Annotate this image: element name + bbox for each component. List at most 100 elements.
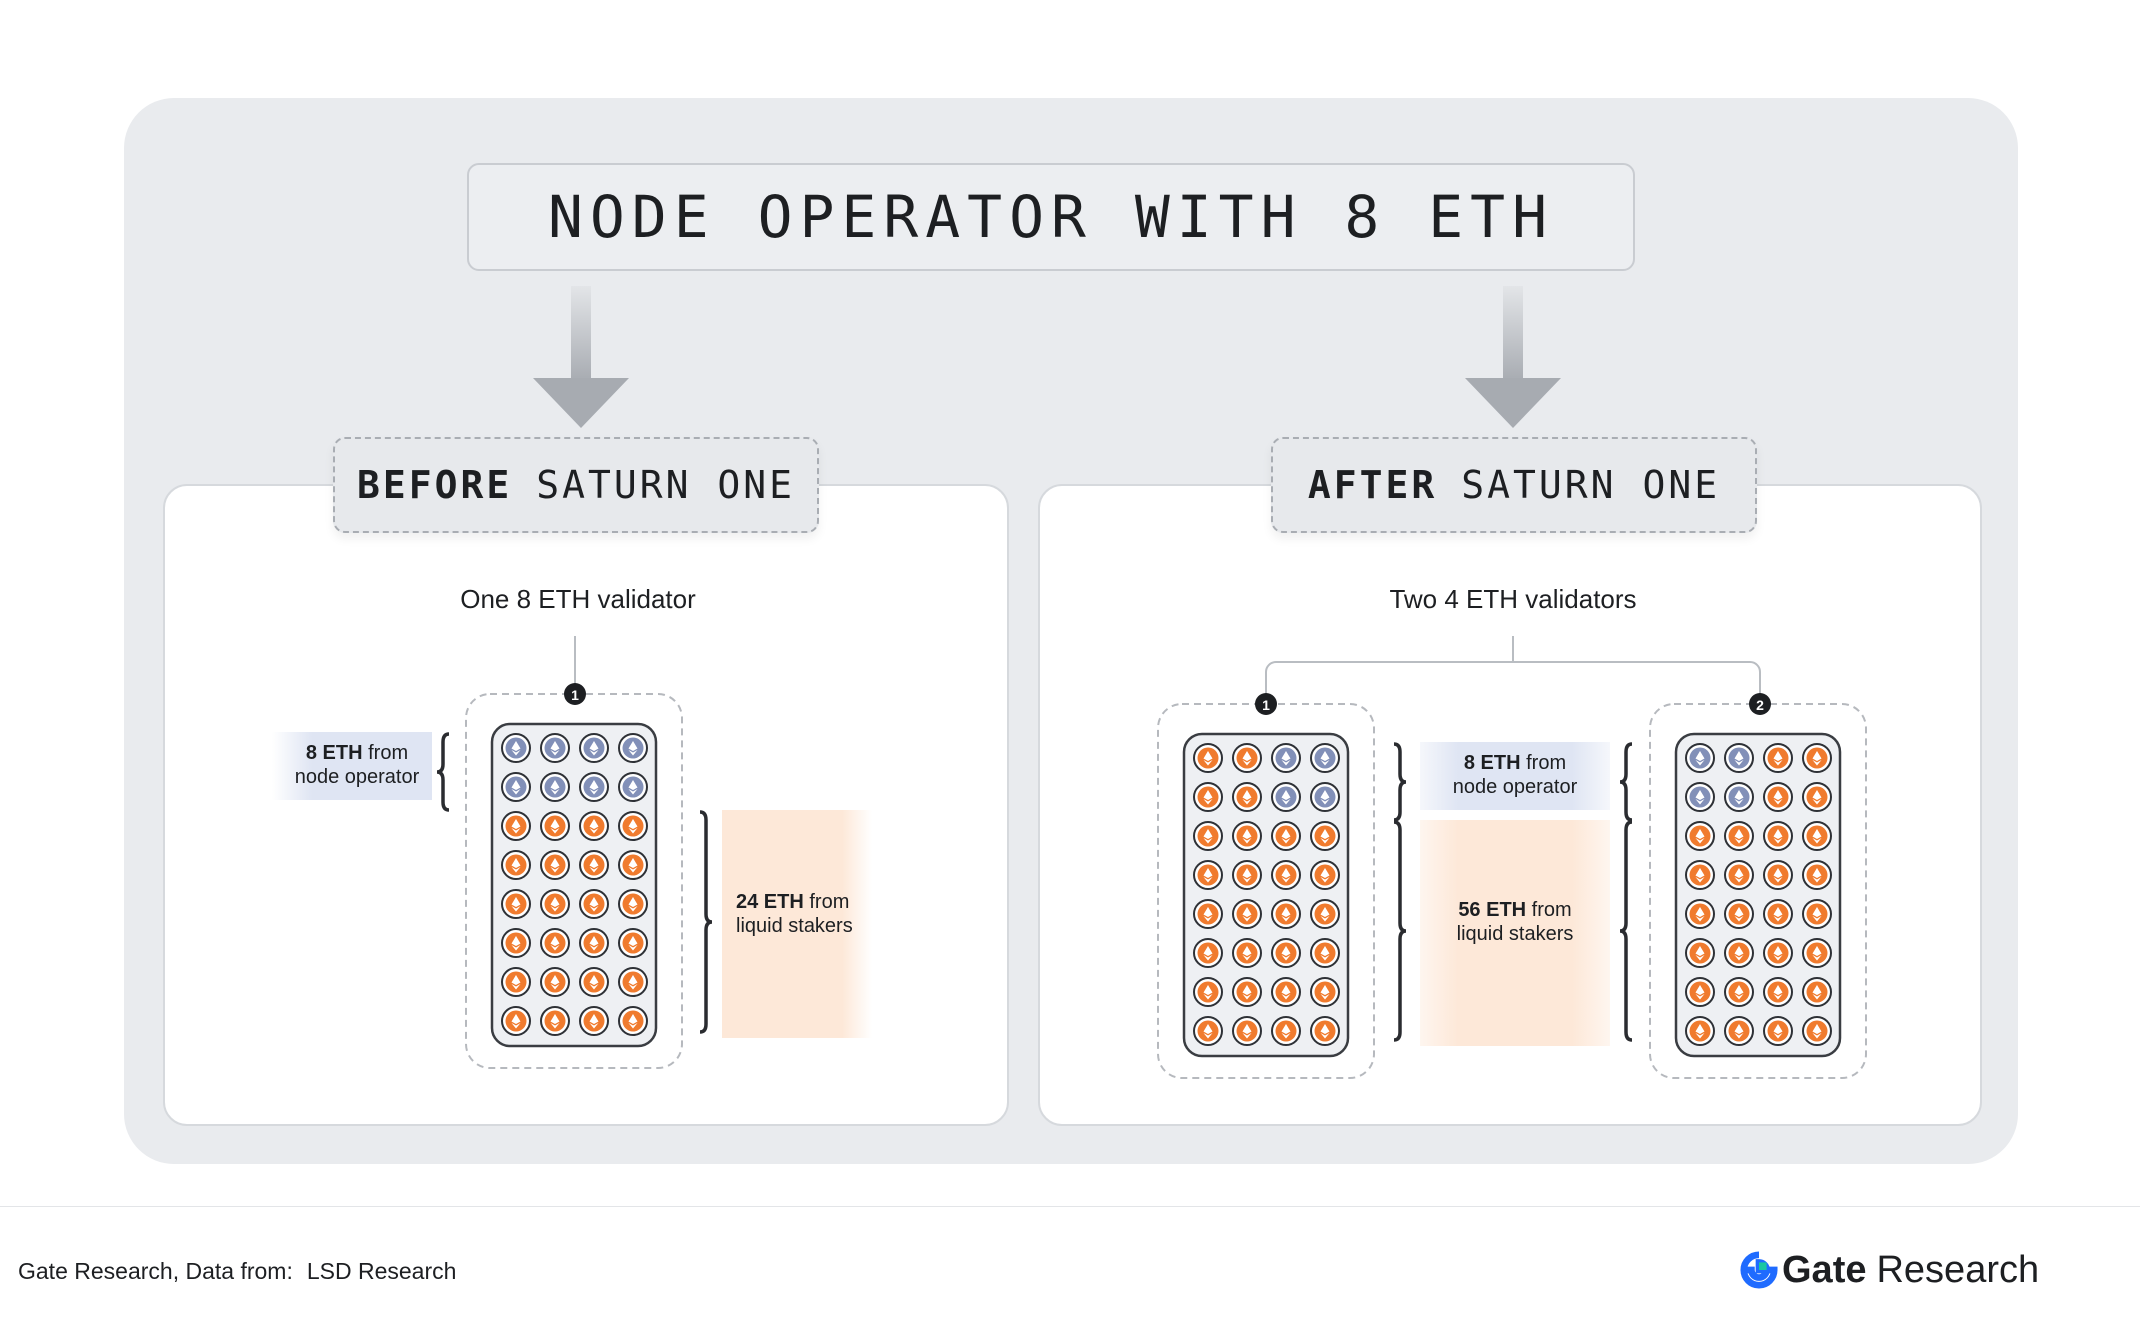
eth-icon [1695, 985, 1705, 1000]
eth-icon [1812, 790, 1822, 805]
eth-icon [511, 741, 521, 756]
before-coin-staker [501, 850, 531, 880]
after-2-coin-staker [1763, 1016, 1793, 1046]
eth-icon [1320, 946, 1330, 961]
eth-icon [1203, 1024, 1213, 1039]
before-coin-staker [540, 811, 570, 841]
after-1-coin-staker [1232, 1016, 1262, 1046]
after-operator-amount: 8 ETH [1463, 752, 1521, 774]
eth-icon [1242, 829, 1252, 844]
after-validator-2-badge [1749, 693, 1771, 715]
after-2-coin-staker [1763, 743, 1793, 773]
before-coin-staker [618, 811, 648, 841]
after-2-coin-staker [1685, 977, 1715, 1007]
after-1-coin-staker [1310, 977, 1340, 1007]
eth-icon [1203, 790, 1213, 805]
before-coin-staker [501, 1006, 531, 1036]
gate-logo-icon [1740, 1251, 1778, 1289]
eth-icon [550, 897, 560, 912]
after-1-coin-grid [1193, 743, 1340, 1046]
eth-icon [1695, 1024, 1705, 1039]
brand-name: Gate [1782, 1248, 1867, 1291]
eth-icon [1281, 829, 1291, 844]
after-1-coin-staker [1193, 977, 1223, 1007]
before-coin-staker [618, 928, 648, 958]
eth-icon [1734, 868, 1744, 883]
after-stakers-callout: 56 ETH from liquid stakers [1420, 898, 1610, 946]
after-2-coin-staker [1724, 860, 1754, 890]
eth-icon [1773, 829, 1783, 844]
eth-icon [628, 1014, 638, 1029]
eth-icon [511, 897, 521, 912]
eth-icon [1203, 907, 1213, 922]
eth-icon [550, 780, 560, 795]
eth-icon [628, 975, 638, 990]
eth-icon [550, 819, 560, 834]
before-coin-operator [540, 733, 570, 763]
before-coin-staker [579, 850, 609, 880]
before-coin-staker [501, 889, 531, 919]
arrow-down-right [1465, 286, 1561, 428]
after-1-coin-staker [1193, 821, 1223, 851]
after-2-coin-operator [1724, 782, 1754, 812]
before-coin-grid [501, 733, 648, 1036]
eth-icon [1320, 985, 1330, 1000]
after-2-coin-operator [1685, 782, 1715, 812]
before-coin-staker [540, 928, 570, 958]
eth-icon [1281, 868, 1291, 883]
after-1-coin-staker [1271, 977, 1301, 1007]
after-operator-source: node operator [1452, 776, 1578, 798]
after-2-coin-staker [1685, 938, 1715, 968]
before-grid-container [490, 722, 658, 1048]
eth-icon [550, 975, 560, 990]
eth-icon [1734, 1024, 1744, 1039]
after-2-coin-staker [1724, 1016, 1754, 1046]
before-label-rest: SATURN ONE [536, 463, 796, 507]
before-coin-staker [540, 967, 570, 997]
after-2-coin-staker [1685, 821, 1715, 851]
after-stakers-from: from [1526, 899, 1572, 921]
eth-icon [1281, 946, 1291, 961]
after-2-coin-operator [1724, 743, 1754, 773]
eth-icon [1203, 868, 1213, 883]
after-1-coin-staker [1193, 938, 1223, 968]
after-1-coin-staker [1232, 860, 1262, 890]
eth-icon [1320, 751, 1330, 766]
after-1-coin-staker [1193, 899, 1223, 929]
eth-icon [1695, 868, 1705, 883]
eth-icon [1773, 946, 1783, 961]
after-1-coin-staker [1232, 782, 1262, 812]
eth-icon [589, 858, 599, 873]
after-stakers-source: liquid stakers [1456, 923, 1574, 945]
before-coin-staker [618, 850, 648, 880]
eth-icon [1320, 1024, 1330, 1039]
footer-source-prefix: Gate Research, Data from: [18, 1258, 293, 1284]
eth-icon [511, 780, 521, 795]
after-2-coin-grid [1685, 743, 1832, 1046]
eth-icon [1320, 868, 1330, 883]
eth-icon [1734, 946, 1744, 961]
after-operator-from: from [1520, 752, 1567, 774]
footer-source: Gate Research, Data from:LSD Research [18, 1258, 456, 1285]
after-1-coin-staker [1193, 782, 1223, 812]
eth-icon [550, 1014, 560, 1029]
after-2-coin-staker [1802, 899, 1832, 929]
after-1-stakers-bracket [1393, 820, 1407, 1042]
eth-icon [511, 936, 521, 951]
after-2-coin-staker [1802, 1016, 1832, 1046]
before-coin-staker [579, 928, 609, 958]
before-coin-staker [579, 811, 609, 841]
after-operator-callout: 8 ETH from node operator [1420, 751, 1610, 799]
eth-icon [1695, 829, 1705, 844]
eth-icon [1695, 751, 1705, 766]
eth-icon [589, 1014, 599, 1029]
after-2-coin-staker [1724, 977, 1754, 1007]
after-1-coin-staker [1232, 977, 1262, 1007]
after-1-coin-staker [1310, 860, 1340, 890]
after-2-stakers-bracket [1619, 820, 1633, 1042]
after-1-coin-staker [1193, 860, 1223, 890]
before-coin-staker [579, 889, 609, 919]
after-2-coin-staker [1724, 821, 1754, 851]
before-coin-operator [501, 772, 531, 802]
after-2-coin-staker [1763, 821, 1793, 851]
